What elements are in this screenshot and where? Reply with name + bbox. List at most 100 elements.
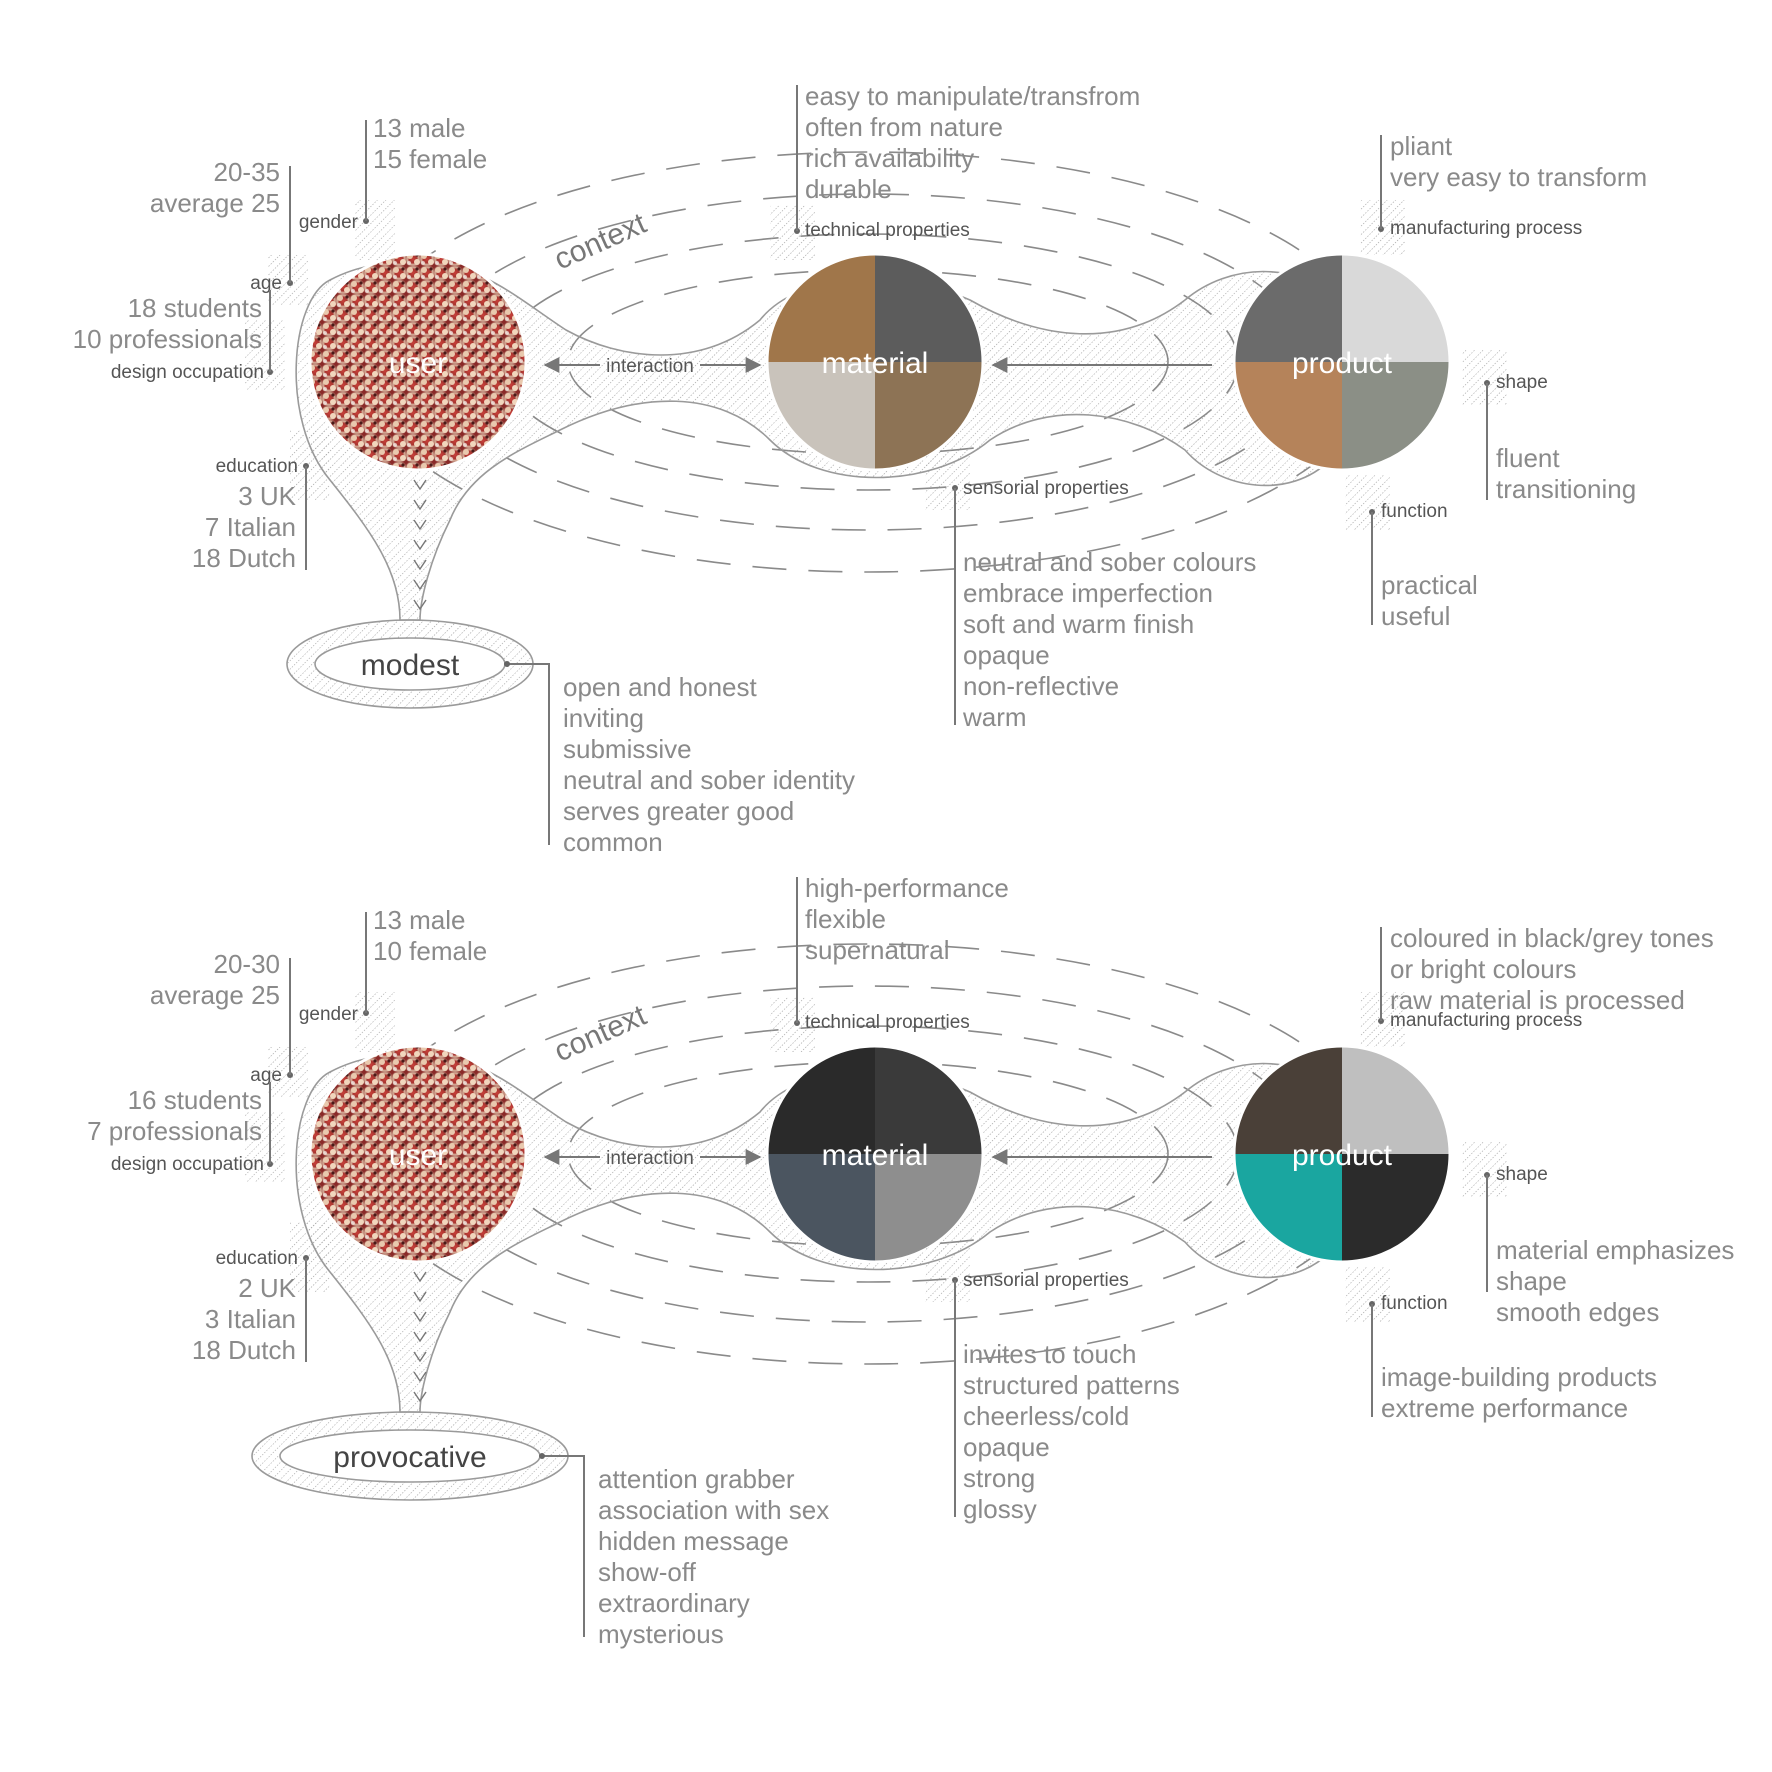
education-value: 18 Dutch xyxy=(192,543,296,573)
function-value: extreme performance xyxy=(1381,1393,1628,1423)
age-value: average 25 xyxy=(150,980,280,1010)
outcome-item: open and honest xyxy=(563,672,758,702)
sensorial-property-value: strong xyxy=(963,1463,1035,1493)
leader-dot xyxy=(504,661,510,667)
technical-properties-label: technical properties xyxy=(805,220,970,241)
shape-label: shape xyxy=(1496,372,1548,393)
hatch-tag xyxy=(1462,1142,1507,1197)
stem-chevron xyxy=(413,1291,427,1303)
stem-chevron xyxy=(413,479,427,491)
design-occupation-label: design occupation xyxy=(111,1154,264,1175)
technical-properties-label: technical properties xyxy=(805,1012,970,1033)
stem-chevron xyxy=(413,1371,427,1383)
stem-chevron xyxy=(413,519,427,531)
sensorial-property-value: embrace imperfection xyxy=(963,578,1213,608)
stem-chevron xyxy=(413,579,427,591)
hatch-tag xyxy=(290,430,330,500)
outcome-item: common xyxy=(563,827,663,857)
gender-value: 10 female xyxy=(373,936,487,966)
outcome-label: provocative xyxy=(333,1441,486,1474)
material-label: material xyxy=(822,347,929,380)
hatch-tag xyxy=(268,255,308,305)
function-label: function xyxy=(1381,1293,1448,1314)
education-value: 7 Italian xyxy=(205,512,296,542)
outcome-item: inviting xyxy=(563,703,644,733)
gender-value: 13 male xyxy=(373,113,466,143)
technical-property-value: durable xyxy=(805,174,892,204)
technical-property-value: flexible xyxy=(805,904,886,934)
hatch-tag xyxy=(290,1222,330,1292)
node-product: product xyxy=(1232,252,1452,472)
manufacturing-process-label: manufacturing process xyxy=(1390,1010,1582,1031)
hatch-tag xyxy=(1462,350,1507,405)
stem-chevron xyxy=(413,499,427,511)
outcome-item: attention grabber xyxy=(598,1464,795,1494)
shape-value: fluent xyxy=(1496,443,1560,473)
node-material: material xyxy=(765,1044,985,1264)
education-value: 18 Dutch xyxy=(192,1335,296,1365)
shape-value: transitioning xyxy=(1496,474,1636,504)
design-occupation-value: 16 students xyxy=(128,1085,262,1115)
age-value: 20-35 xyxy=(214,157,281,187)
outcome-item: neutral and sober identity xyxy=(563,765,855,795)
sensorial-properties-label: sensorial properties xyxy=(963,1270,1129,1291)
hatch-tag xyxy=(268,1047,308,1097)
gender-label: gender xyxy=(299,212,359,233)
leader-dot xyxy=(539,1453,545,1459)
hatch-tag xyxy=(245,1112,285,1182)
design-occupation-label: design occupation xyxy=(111,362,264,383)
function-value: image-building products xyxy=(1381,1362,1657,1392)
manufacturing-process-value: very easy to transform xyxy=(1390,162,1647,192)
context-label: context xyxy=(549,207,651,277)
education-label: education xyxy=(216,456,298,477)
gender-label: gender xyxy=(299,1004,359,1025)
sensorial-property-value: warm xyxy=(962,702,1027,732)
user-label: user xyxy=(389,347,447,380)
stem-chevron xyxy=(413,1271,427,1283)
shape-value: material emphasizes xyxy=(1496,1235,1734,1265)
gender-value: 13 male xyxy=(373,905,466,935)
education-label: education xyxy=(216,1248,298,1269)
stem-chevron xyxy=(413,539,427,551)
outcome-item: hidden message xyxy=(598,1526,789,1556)
hatch-tag xyxy=(925,455,970,510)
hatch-tag xyxy=(355,200,395,260)
sensorial-property-value: structured patterns xyxy=(963,1370,1180,1400)
hatch-tag xyxy=(925,1247,970,1302)
design-occupation-value: 18 students xyxy=(128,293,262,323)
design-occupation-value: 7 professionals xyxy=(87,1116,262,1146)
node-user: user xyxy=(308,1044,528,1264)
sensorial-property-value: neutral and sober colours xyxy=(963,547,1256,577)
education-value: 3 Italian xyxy=(205,1304,296,1334)
hatch-tag xyxy=(355,992,395,1052)
material-label: material xyxy=(822,1139,929,1172)
outcome-item: submissive xyxy=(563,734,692,764)
user-image xyxy=(308,1044,528,1264)
sensorial-property-value: opaque xyxy=(963,1432,1050,1462)
design-occupation-value: 10 professionals xyxy=(73,324,262,354)
age-value: 20-30 xyxy=(214,949,281,979)
context-label: context xyxy=(549,999,651,1069)
manufacturing-process-value: or bright colours xyxy=(1390,954,1576,984)
product-label: product xyxy=(1292,347,1393,380)
age-value: average 25 xyxy=(150,188,280,218)
function-value: practical xyxy=(1381,570,1478,600)
sensorial-property-value: non-reflective xyxy=(963,671,1119,701)
age-label: age xyxy=(250,273,282,294)
manufacturing-process-value: coloured in black/grey tones xyxy=(1390,923,1714,953)
stem-chevron xyxy=(413,1351,427,1363)
stem-chevron xyxy=(413,559,427,571)
sensorial-property-value: soft and warm finish xyxy=(963,609,1194,639)
hatch-tag xyxy=(245,320,285,390)
hatch-tag xyxy=(770,205,815,260)
shape-value: smooth edges xyxy=(1496,1297,1659,1327)
node-user: user xyxy=(308,252,528,472)
technical-property-value: rich availability xyxy=(805,143,974,173)
sensorial-property-value: opaque xyxy=(963,640,1050,670)
technical-property-value: easy to manipulate/transfrom xyxy=(805,81,1140,111)
outcome-item: extraordinary xyxy=(598,1588,750,1618)
node-material: material xyxy=(765,252,985,472)
education-value: 2 UK xyxy=(238,1273,296,1303)
